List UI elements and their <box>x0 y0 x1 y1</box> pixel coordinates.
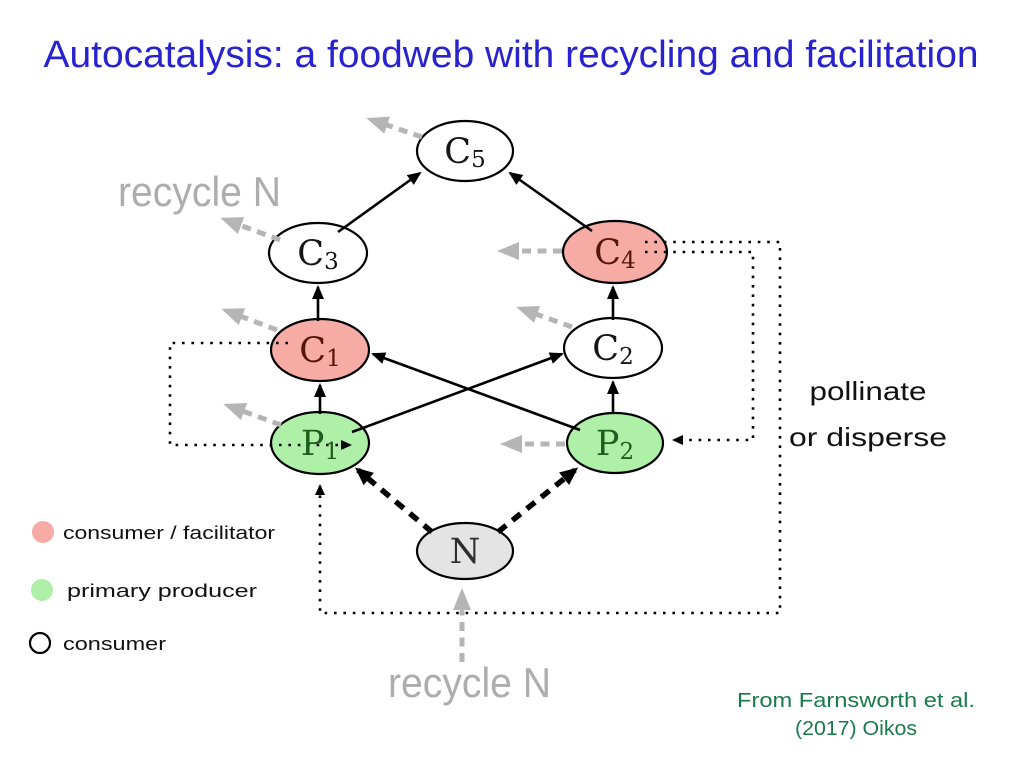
label-p2: P2 <box>596 424 634 465</box>
recycle-n-top-label: recycle N <box>118 168 281 215</box>
recycle-arrow-p1 <box>223 403 282 428</box>
legend-swatch-producer <box>31 579 53 601</box>
label-c5: C5 <box>444 132 485 173</box>
legend-swatch-facilitator <box>32 521 54 543</box>
trophic-link-c3-c5 <box>337 171 422 234</box>
legend-label-producer: primary producer <box>67 581 257 601</box>
recycle-n-bottom-label: recycle N <box>388 659 551 706</box>
facilitation-path-c4-p1 <box>315 240 782 615</box>
node-c1 <box>269 317 371 383</box>
attribution-line1: From Farnsworth et al. <box>737 690 975 712</box>
trophic-link-c4-c5 <box>508 171 593 233</box>
recycle-arrow-c5 <box>366 116 423 140</box>
trophic-link-p2-c1 <box>371 352 581 432</box>
legend: consumer / facilitator primary producer … <box>28 521 275 655</box>
slide-title: Autocatalysis: a foodweb with recycling … <box>44 34 979 76</box>
label-p1: P1 <box>301 424 339 465</box>
label-n: N <box>450 532 481 572</box>
label-c2: C2 <box>592 329 633 370</box>
label-c1: C1 <box>299 331 340 372</box>
pollinate-label-line1: pollinate <box>810 376 927 406</box>
pollinate-label-line2: or disperse <box>789 422 947 452</box>
node-c3 <box>267 221 369 285</box>
trophic-link-p1-c2 <box>351 352 564 434</box>
node-n <box>415 521 515 581</box>
legend-swatch-consumer <box>28 631 52 655</box>
legend-label-facilitator: consumer / facilitator <box>63 523 275 543</box>
nutrient-link-n-p2 <box>496 467 579 535</box>
node-c4 <box>561 219 669 285</box>
label-c3: C3 <box>297 234 338 275</box>
attribution-line2: (2017) Oikos <box>795 718 917 740</box>
label-c4: C4 <box>594 233 635 274</box>
facilitation-path-c1-p1 <box>168 341 352 450</box>
node-c5 <box>415 119 515 183</box>
recycle-arrow-c2 <box>516 305 573 330</box>
recycle-arrow-c1 <box>221 308 278 333</box>
nutrient-link-n-p1 <box>354 467 434 535</box>
legend-label-consumer: consumer <box>63 634 166 654</box>
node-p2 <box>565 411 665 475</box>
recycle-arrow-c3 <box>220 217 281 243</box>
